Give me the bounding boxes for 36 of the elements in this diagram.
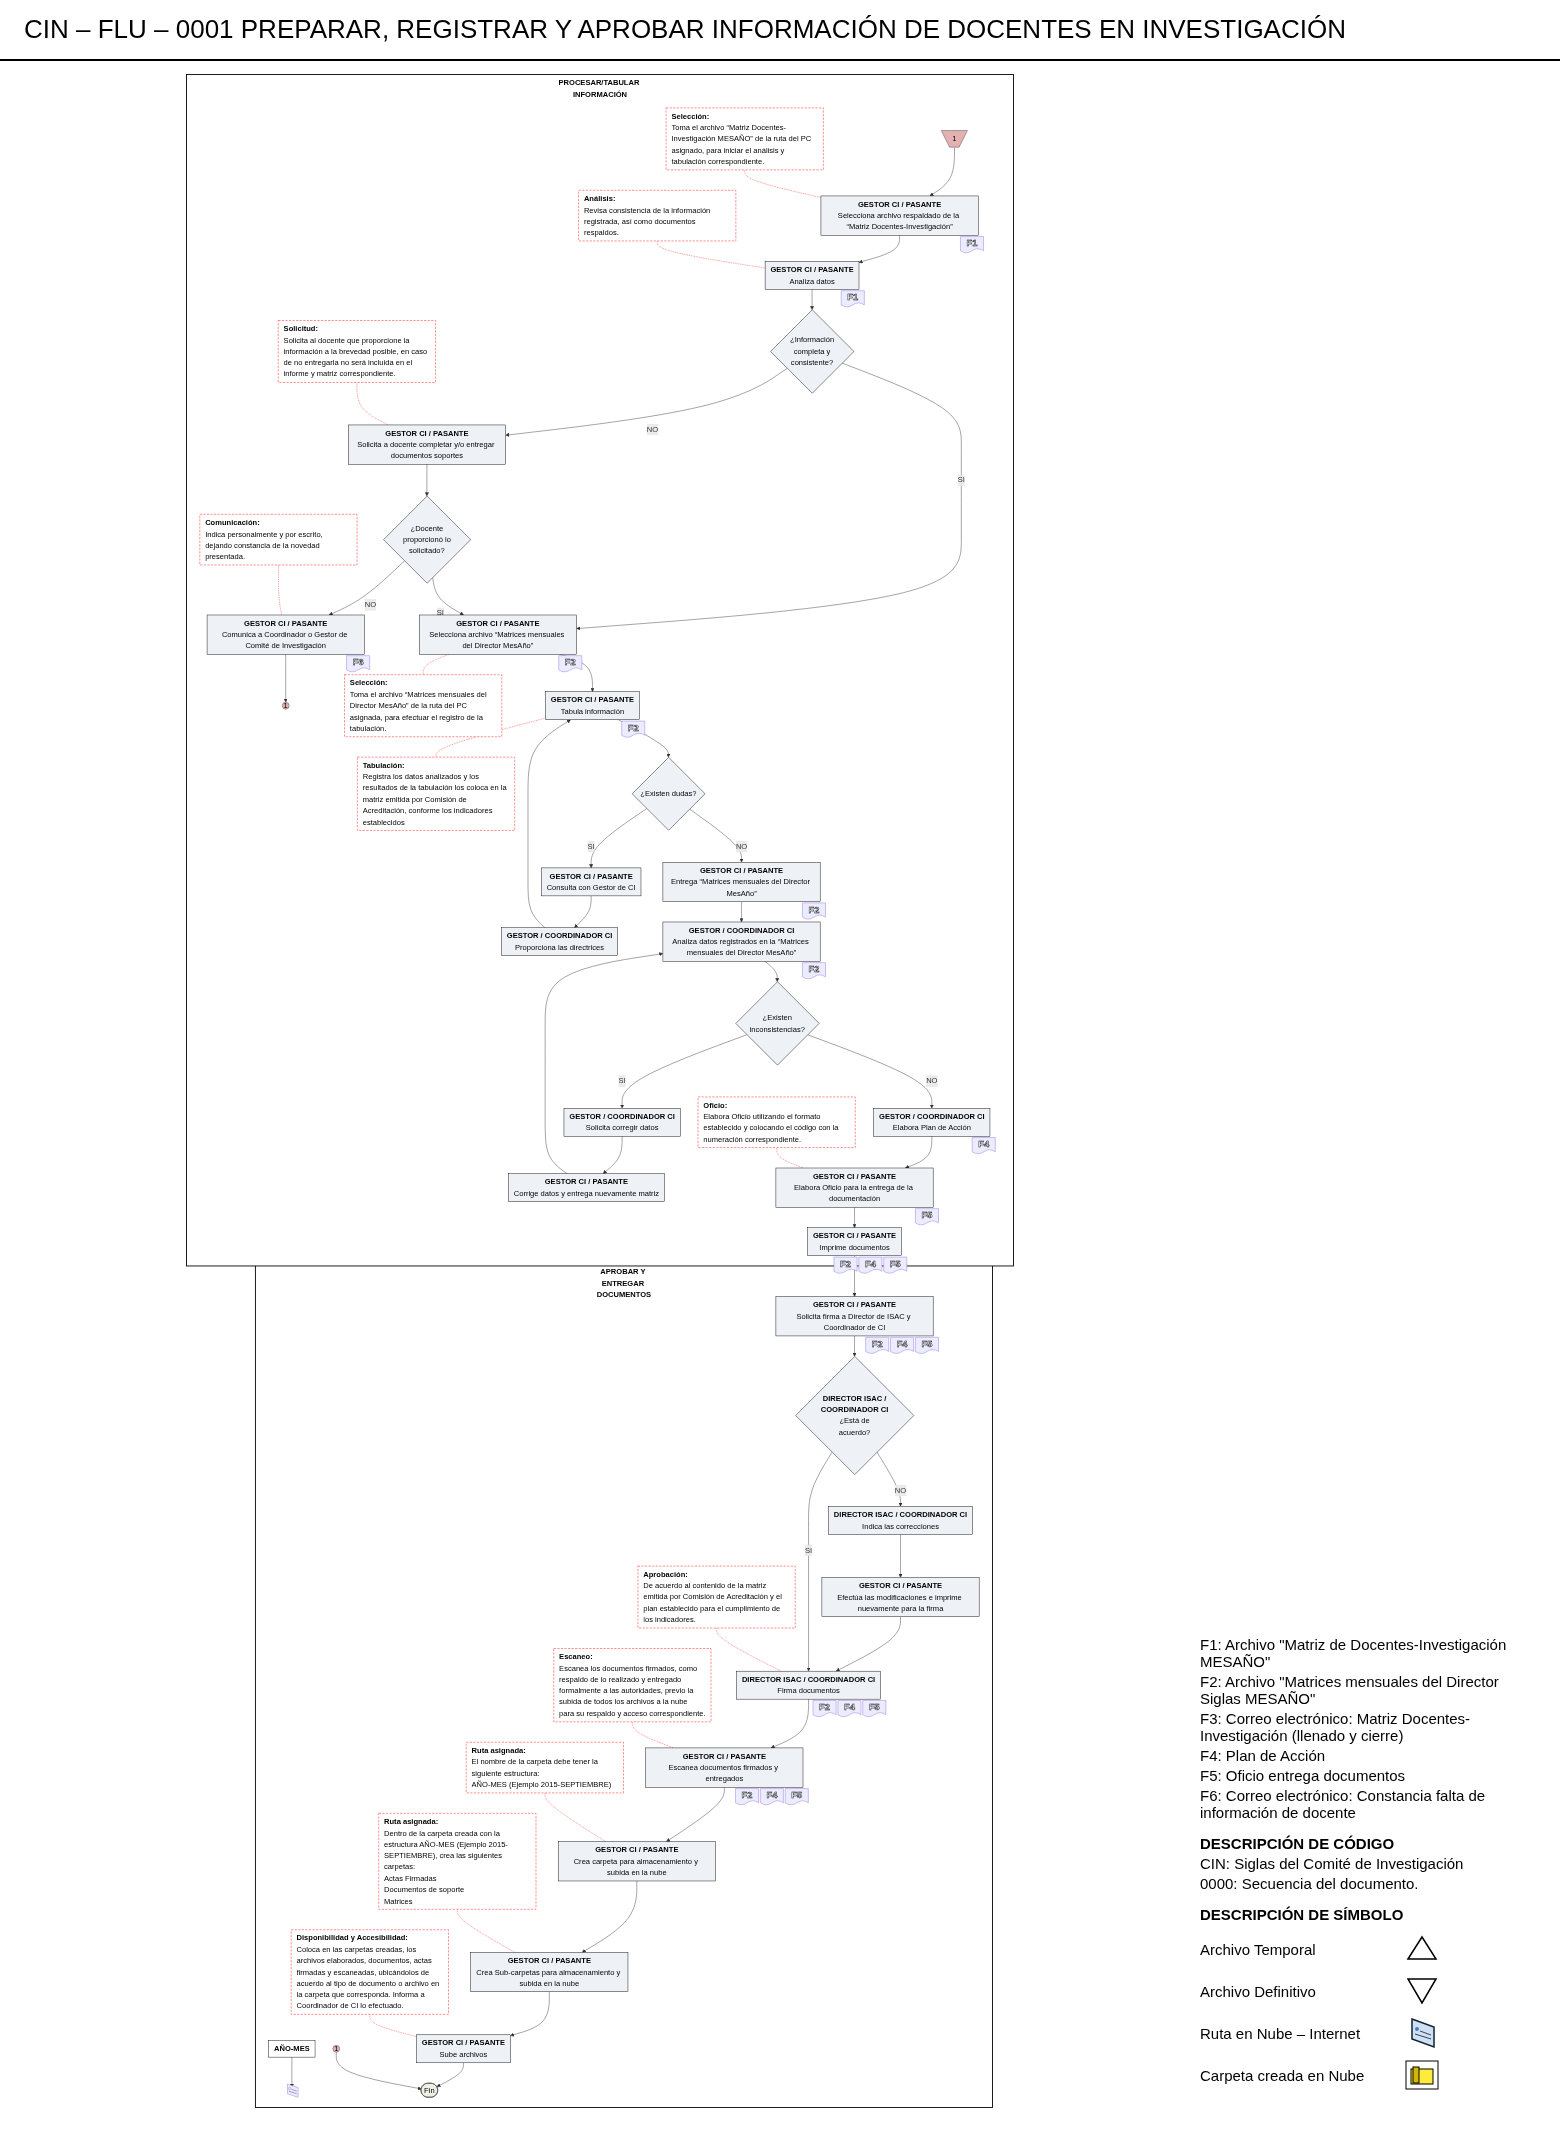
note-text: CIN: Siglas del Comité de Investigación: [1200, 1855, 1465, 1872]
legend-text: Archivo Definitivo: [1200, 1982, 1317, 2000]
document-tag: F2: [558, 655, 583, 673]
document-tag: F5: [915, 1208, 939, 1226]
diagram-title: CIN – FLU – 0001 PREPARAR, REGISTRAR Y APROBAR INFORMACIÓN DE DOCENTES EN INVESTIGACIÓN: [0, 0, 1560, 61]
note-text: F3: Correo electrónico: Matriz Docentes-Investigación (llenado y cierre): [1200, 1710, 1472, 1744]
note-text: F1: Archivo "Matriz de Docentes-Investigación MESAÑO": [1200, 1636, 1508, 1670]
document-tag: F5: [862, 1700, 887, 1717]
document-tag: F2: [735, 1788, 759, 1805]
note-text: F5: Oficio entrega documentos: [1200, 1767, 1407, 1784]
document-tag: F4: [971, 1137, 996, 1154]
document-tag: F1: [841, 290, 865, 308]
note-text: F6: Correo electrónico: Constancia falta de información de docente: [1200, 1787, 1487, 1821]
document-tag: F2: [802, 962, 826, 980]
note-text: F2: Archivo "Matrices mensuales del Director Siglas MESAÑO": [1200, 1673, 1500, 1707]
note-text: DESCRIPCIÓN DE CÓDIGO: [1200, 1835, 1396, 1852]
document-tag: F4: [837, 1700, 862, 1717]
document-tag: F2: [833, 1256, 858, 1274]
document-tag: F5: [883, 1256, 908, 1274]
document-tag: F2: [812, 1700, 837, 1717]
document-tag: F2: [621, 720, 645, 738]
document-tag: F2: [865, 1337, 889, 1354]
legend-text: Archivo Temporal: [1200, 1940, 1317, 1958]
document-tag: F5: [785, 1788, 809, 1805]
note-text: F4: Plan de Acción: [1200, 1747, 1327, 1764]
document-tag: F1: [960, 236, 984, 254]
note-text: 0000: Secuencia del documento.: [1200, 1875, 1420, 1892]
document-tag: F4: [858, 1256, 883, 1274]
document-tag: F4: [760, 1788, 784, 1805]
document-tag: F6: [346, 655, 370, 673]
document-tag: F5: [915, 1337, 939, 1354]
document-tag: F2: [802, 902, 826, 920]
document-tag: F4: [890, 1337, 914, 1354]
legend-text: Ruta en Nube – Internet: [1200, 2024, 1362, 2042]
note-text: DESCRIPCIÓN DE SÍMBOLO: [1200, 1906, 1405, 1923]
legend-text: Carpeta creada en Nube: [1200, 2066, 1366, 2084]
